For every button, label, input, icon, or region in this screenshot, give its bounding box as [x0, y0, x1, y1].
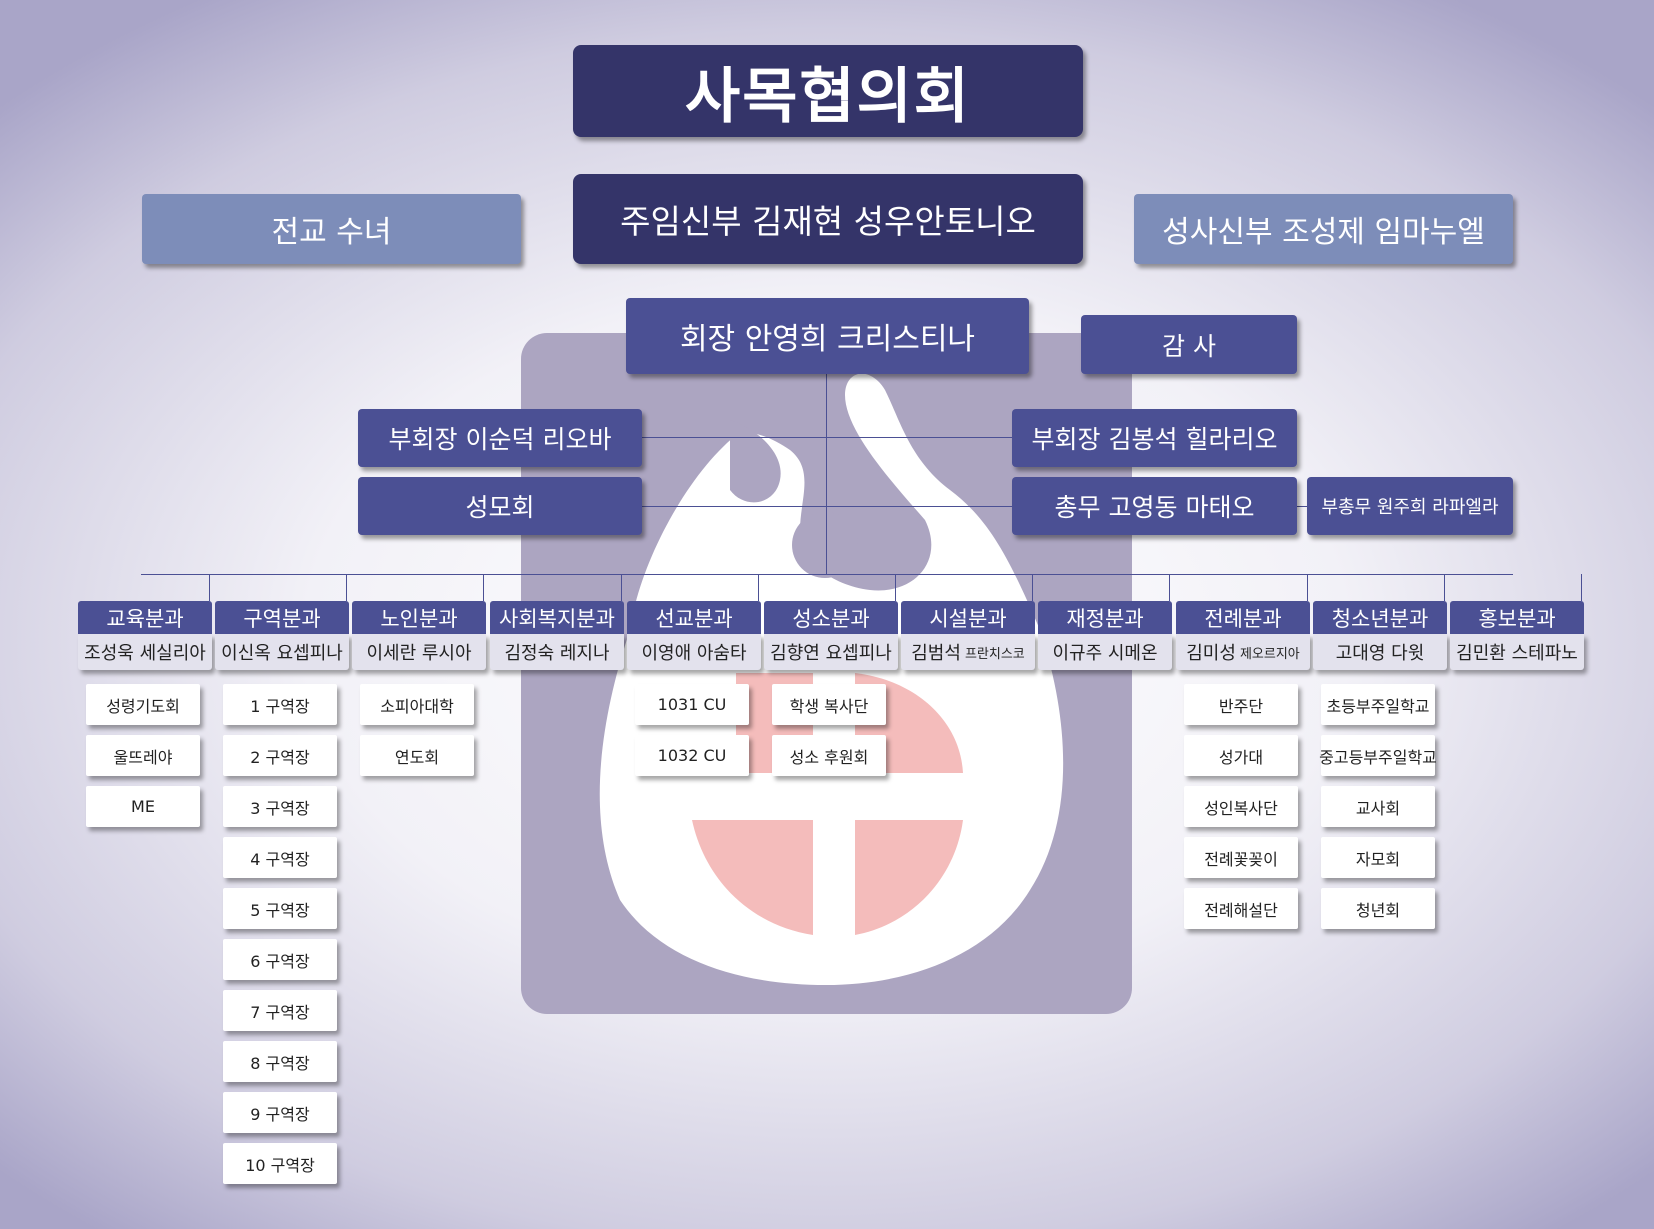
department-leader: 이신옥 요셉피나: [215, 634, 349, 670]
logo-flame-cut: [730, 420, 781, 503]
department-leader-baptismal-name: 프란치스코: [964, 646, 1025, 662]
department-group-item: 청년회: [1321, 888, 1435, 929]
department-header: 구역분과: [215, 601, 349, 634]
connector-dept-tick: [209, 574, 210, 601]
department-group-item: 8 구역장: [223, 1041, 337, 1082]
department-group-item: 1032 CU: [635, 735, 749, 776]
missionary-sister-box: 전교 수녀: [142, 194, 521, 264]
logo-cross-q3: [692, 820, 813, 935]
department-leader-name: 이영애 아숨타: [641, 643, 747, 664]
connector-dept-tick: [1307, 574, 1308, 601]
auditor-box: 감 사: [1081, 315, 1297, 374]
department-group-item: 2 구역장: [223, 735, 337, 776]
department-leader-name: 이세란 루시아: [366, 643, 472, 664]
assistant-priest-box: 성사신부 조성제 임마누엘: [1134, 194, 1513, 264]
department-header: 재정분과: [1038, 601, 1172, 634]
department-header: 시설분과: [901, 601, 1035, 634]
department-leader: 조성욱 세실리아: [78, 634, 212, 670]
connector-vice-general: [1297, 506, 1307, 507]
department-group-item: 학생 복사단: [772, 684, 886, 725]
department-leader: 이영애 아숨타: [627, 634, 761, 670]
department-leader-name: 김정숙 레지나: [504, 643, 610, 664]
connector-vp: [642, 437, 1012, 438]
department-group-item: 4 구역장: [223, 837, 337, 878]
department-header: 홍보분과: [1450, 601, 1584, 634]
connector-dept-tick: [758, 574, 759, 601]
department-leader: 김향연 요셉피나: [764, 634, 898, 670]
department-leader-name: 이신옥 요셉피나: [221, 643, 343, 664]
department-leader-name: 김민환 스테파노: [1456, 643, 1578, 664]
department-leader-name: 김미성: [1186, 643, 1236, 664]
department-group-item: 중고등부주일학교: [1319, 735, 1437, 776]
department-group-item: 5 구역장: [223, 888, 337, 929]
department-header: 교육분과: [78, 601, 212, 634]
connector-dept-tick: [621, 574, 622, 601]
department-group-item: 전례해설단: [1184, 888, 1298, 929]
connector-dept-tick: [1581, 574, 1582, 601]
department-group-item: 6 구역장: [223, 939, 337, 980]
department-leader-name: 김범석: [911, 643, 961, 664]
department-group-item: 10 구역장: [223, 1143, 337, 1184]
department-header: 사회복지분과: [490, 601, 624, 634]
department-group-item: 성가대: [1184, 735, 1298, 776]
department-leader-name: 고대영 다윗: [1335, 643, 1425, 664]
department-group-item: 성인복사단: [1184, 786, 1298, 827]
department-group-item: 성령기도회: [86, 684, 200, 725]
department-group-item: 전례꽃꽂이: [1184, 837, 1298, 878]
connector-dept-tick: [1169, 574, 1170, 601]
connector-trunk: [826, 374, 827, 574]
vice-president-right-box: 부회장 김봉석 힐라리오: [1012, 409, 1297, 467]
connector-departments: [141, 574, 1513, 575]
department-group-item: 반주단: [1184, 684, 1298, 725]
connector-dept-tick: [483, 574, 484, 601]
general-secretary-box: 총무 고영동 마태오: [1012, 477, 1297, 535]
department-group-item: 7 구역장: [223, 990, 337, 1031]
department-leader-name: 이규주 시메온: [1052, 643, 1158, 664]
department-group-item: 자모회: [1321, 837, 1435, 878]
page-title: 사목협의회: [573, 45, 1083, 137]
department-group-item: 성소 후원회: [772, 735, 886, 776]
department-header: 전례분과: [1176, 601, 1310, 634]
department-group-item: 울뜨레야: [86, 735, 200, 776]
connector-dept-tick: [1444, 574, 1445, 601]
connector-dept-tick: [895, 574, 896, 601]
connector-dept-tick: [1032, 574, 1033, 601]
department-leader-baptismal-name: 제오르지아: [1239, 646, 1300, 662]
department-group-item: 1 구역장: [223, 684, 337, 725]
department-leader: 김정숙 레지나: [490, 634, 624, 670]
department-header: 노인분과: [352, 601, 486, 634]
department-header: 선교분과: [627, 601, 761, 634]
department-group-item: 3 구역장: [223, 786, 337, 827]
department-group-item: 교사회: [1321, 786, 1435, 827]
vice-general-secretary-box: 부총무 원주희 라파엘라: [1307, 477, 1513, 535]
department-header: 청소년분과: [1313, 601, 1447, 634]
president-box: 회장 안영희 크리스티나: [626, 298, 1029, 374]
connector-dept-tick: [346, 574, 347, 601]
department-group-item: 소피아대학: [360, 684, 474, 725]
vice-president-left-box: 부회장 이순덕 리오바: [358, 409, 642, 467]
department-leader-name: 김향연 요셉피나: [770, 643, 892, 664]
department-group-item: 9 구역장: [223, 1092, 337, 1133]
pastor-box: 주임신부 김재현 성우안토니오: [573, 174, 1083, 264]
department-group-item: ME: [86, 786, 200, 827]
marian-group-box: 성모회: [358, 477, 642, 535]
department-leader-name: 조성욱 세실리아: [84, 643, 206, 664]
department-header: 성소분과: [764, 601, 898, 634]
department-leader: 이세란 루시아: [352, 634, 486, 670]
department-group-item: 1031 CU: [635, 684, 749, 725]
department-group-item: 초등부주일학교: [1321, 684, 1435, 725]
department-leader: 김민환 스테파노: [1450, 634, 1584, 670]
department-leader: 이규주 시메온: [1038, 634, 1172, 670]
department-leader: 고대영 다윗: [1313, 634, 1447, 670]
connector-general: [642, 506, 1012, 507]
logo-cross-q4: [855, 820, 963, 935]
department-group-item: 연도회: [360, 735, 474, 776]
logo-flame-eye: [792, 512, 858, 578]
